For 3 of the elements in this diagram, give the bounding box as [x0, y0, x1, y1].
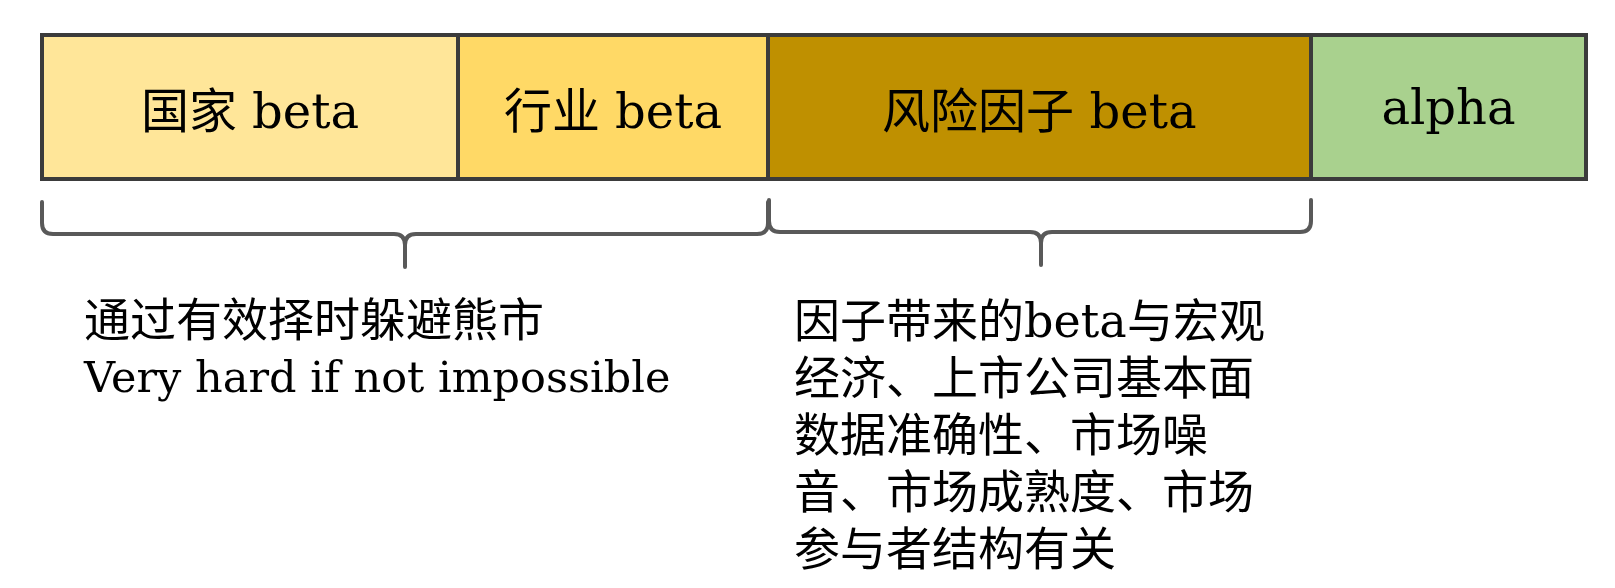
note-text: 通过有效择时躲避熊市: [84, 292, 544, 349]
note-text: Very hard if not impossible: [84, 351, 671, 404]
note-text: 因子带来的beta与宏观经济、上市公司基本面数据准确性、市场噪音、市场成熟度、市场参与者结构有关: [794, 293, 1266, 578]
